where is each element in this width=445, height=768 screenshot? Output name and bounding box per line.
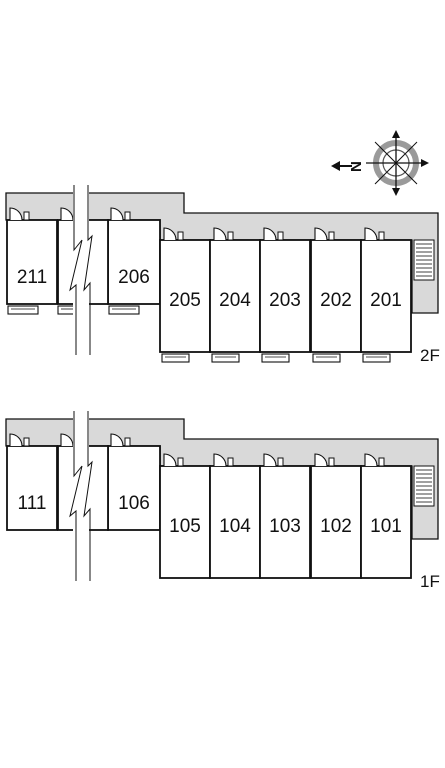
door-icon [263,453,284,467]
unit-number: 111 [18,493,47,514]
unit-103[interactable]: 103 [259,453,311,579]
compass-label: N [348,161,365,172]
balcony [7,305,39,315]
door-icon [163,227,184,241]
unit-number: 201 [370,290,402,311]
stairs [413,239,435,281]
door-icon [110,207,131,221]
unit-number: 206 [118,267,150,288]
floor-2f: 211 206 205 204 203 202 201 2F [5,185,440,365]
compass-north-arrow: N [331,161,365,172]
unit-number: 104 [219,516,251,537]
door-icon [163,453,184,467]
unit-number: 106 [118,493,150,514]
unit-number: 204 [219,290,251,311]
door-icon [213,453,234,467]
door-icon [9,207,30,221]
balcony [312,353,341,363]
break-line [69,411,93,581]
door-icon [314,453,335,467]
stairs [413,465,435,507]
door-icon [9,433,30,447]
door-icon [314,227,335,241]
unit-205[interactable]: 205 [159,227,211,363]
unit-203[interactable]: 203 [259,227,311,363]
balcony [362,353,391,363]
balcony [261,353,290,363]
unit-201[interactable]: 201 [360,227,412,363]
unit-206[interactable]: 206 [107,207,161,315]
balcony [108,305,140,315]
unit-number: 202 [320,290,352,311]
unit-111[interactable]: 111 [6,433,58,531]
unit-number: 205 [169,290,201,311]
balcony [211,353,240,363]
unit-102[interactable]: 102 [310,453,362,579]
compass-icon [366,130,429,196]
door-icon [263,227,284,241]
door-icon [110,433,131,447]
unit-number: 102 [320,516,352,537]
unit-105[interactable]: 105 [159,453,211,579]
balcony [161,353,190,363]
unit-number: 101 [370,516,402,537]
unit-101[interactable]: 101 [360,453,412,579]
unit-number: 105 [169,516,201,537]
floor-label: 2F [420,346,440,365]
unit-number: 203 [269,290,301,311]
unit-204[interactable]: 204 [209,227,261,363]
unit-211[interactable]: 211 [6,207,58,315]
floor-1f: 111 106 105 104 103 102 101 1F [5,411,440,591]
floor-label: 1F [420,572,440,591]
unit-number: 211 [17,267,47,288]
door-icon [364,227,385,241]
unit-104[interactable]: 104 [209,453,261,579]
break-line [69,185,93,355]
door-icon [364,453,385,467]
unit-202[interactable]: 202 [310,227,362,363]
door-icon [213,227,234,241]
unit-number: 103 [269,516,301,537]
unit-106[interactable]: 106 [107,433,161,531]
